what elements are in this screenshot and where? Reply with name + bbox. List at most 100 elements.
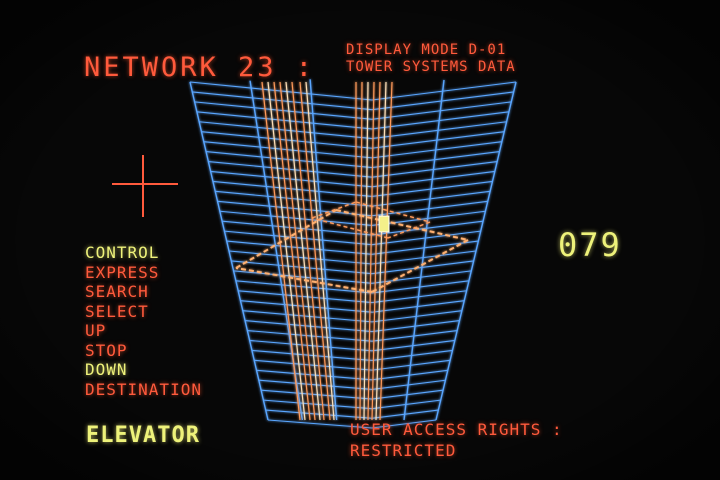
grid-line: [228, 250, 373, 265]
grid-line: [247, 329, 373, 342]
grid-line: [371, 230, 481, 246]
grid-line: [219, 210, 373, 226]
grid-line: [251, 349, 373, 362]
grid-line: [371, 91, 514, 111]
grid-line: [208, 160, 373, 178]
menu-item-stop[interactable]: STOP: [85, 340, 128, 360]
shaft-line: [285, 81, 321, 421]
grid-line: [267, 419, 373, 429]
grid-edge: [309, 79, 338, 421]
shaft-line: [359, 81, 363, 421]
grid-line: [203, 141, 373, 159]
grid-line: [240, 300, 373, 313]
grid-line: [261, 389, 373, 400]
floor-room-edge: [311, 217, 389, 239]
display-subtitle: TOWER SYSTEMS DATA: [346, 59, 516, 75]
grid-line: [256, 369, 373, 381]
shaft-line: [375, 81, 387, 421]
shaft-line: [291, 81, 325, 421]
access-rights-value: RESTRICTED: [350, 441, 457, 460]
grid-line: [212, 180, 373, 198]
grid-line: [371, 250, 477, 265]
grid-line: [371, 260, 474, 275]
grid-line: [263, 399, 373, 410]
grid-line: [371, 141, 502, 159]
floor-plate-edge: [371, 239, 469, 293]
floor-room-edge: [355, 201, 431, 223]
grid-edge: [403, 79, 445, 421]
shaft-line: [279, 81, 316, 421]
grid-line: [371, 160, 498, 178]
grid-line: [371, 220, 484, 236]
tower-right-face: [371, 79, 517, 429]
shaft-line: [273, 81, 311, 421]
shaft-line: [371, 81, 381, 421]
grid-line: [254, 359, 373, 371]
floor-readout: 079: [558, 226, 622, 264]
shaft-line: [261, 81, 301, 421]
menu-item-control[interactable]: CONTROL: [85, 243, 160, 262]
grid-line: [371, 290, 467, 304]
menu-item-up[interactable]: UP: [85, 321, 107, 340]
menu-item-destination[interactable]: DESTINATION: [85, 379, 202, 399]
elevator-shaft: [261, 81, 393, 421]
grid-line: [233, 270, 373, 284]
floor-plate: [235, 201, 469, 293]
grid-line: [371, 310, 462, 323]
grid-edge: [435, 81, 517, 421]
grid-line: [238, 290, 373, 304]
menu-item-search[interactable]: SEARCH: [85, 282, 149, 301]
grid-line: [371, 190, 491, 207]
tower-left-face: [189, 79, 373, 429]
grid-line: [371, 131, 505, 149]
grid-line: [224, 230, 373, 246]
shaft-line: [305, 81, 335, 421]
grid-line: [371, 151, 500, 169]
grid-line: [371, 320, 460, 333]
shaft-line: [363, 81, 369, 421]
grid-line: [371, 280, 470, 294]
grid-line: [371, 270, 472, 284]
menu-item-down[interactable]: DOWN: [85, 360, 128, 379]
shaft-line: [379, 81, 393, 421]
crosshair-icon: [112, 155, 178, 217]
grid-line: [215, 190, 373, 207]
grid-line: [371, 121, 507, 140]
grid-line: [371, 180, 493, 198]
shaft-line: [299, 81, 331, 421]
grid-edge: [189, 81, 269, 421]
network-title: NETWORK 23 :: [84, 52, 316, 83]
grid-line: [249, 339, 373, 352]
grid-line: [371, 300, 465, 313]
grid-line: [242, 310, 373, 323]
grid-line: [206, 151, 373, 169]
menu-item-express[interactable]: EXPRESS: [85, 262, 160, 282]
grid-line: [245, 320, 373, 333]
grid-line: [371, 81, 517, 101]
grid-line: [210, 170, 373, 188]
elevator-car: [378, 215, 390, 233]
grid-line: [235, 280, 373, 294]
elevator-command-menu: CONTROL EXPRESS SEARCH SELECT UP STOP DO…: [85, 243, 202, 399]
menu-item-select[interactable]: SELECT: [85, 301, 149, 321]
grid-line: [222, 220, 373, 236]
grid-line: [371, 419, 437, 429]
shaft-line: [267, 81, 306, 421]
floor-room-edge: [311, 201, 357, 219]
grid-line: [231, 260, 373, 275]
floor-plate-edge: [235, 267, 373, 293]
grid-line: [226, 240, 373, 255]
floor-room-edge: [387, 221, 431, 239]
grid-line: [371, 200, 488, 217]
floor-plate-edge: [335, 209, 469, 241]
display-mode: DISPLAY MODE D-01: [346, 42, 507, 58]
grid-line: [371, 170, 495, 188]
grid-line: [258, 379, 373, 390]
grid-line: [371, 101, 512, 120]
grid-line: [201, 131, 373, 149]
shaft-line: [367, 81, 375, 421]
access-rights-label: USER ACCESS RIGHTS :: [350, 420, 563, 439]
grid-line: [371, 111, 510, 130]
